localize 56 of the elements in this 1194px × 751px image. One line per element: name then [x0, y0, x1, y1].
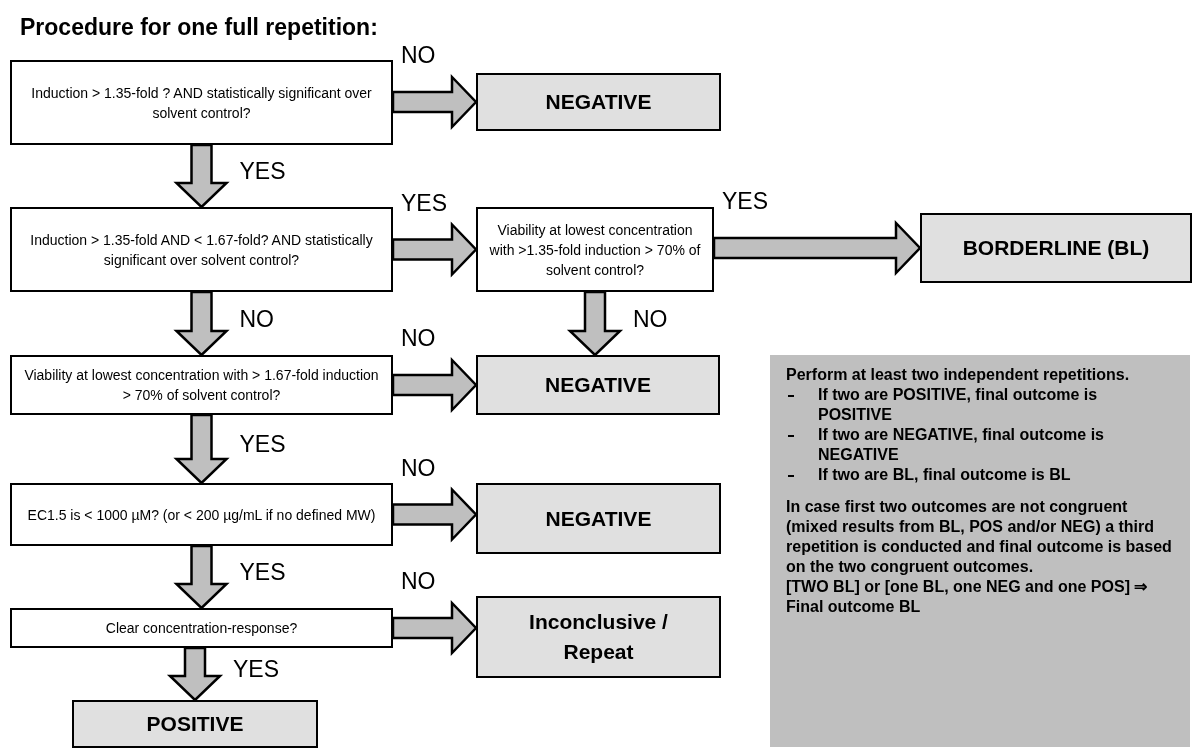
question-box [476, 207, 714, 292]
outcome-label: POSITIVE [146, 711, 244, 737]
note-text: If two are NEGATIVE, final outcome is NEGATIVE [818, 425, 1105, 465]
edge-label: NO [633, 307, 668, 331]
outcome-label: NEGATIVE [545, 89, 652, 115]
block-arrow [173, 290, 230, 357]
edge-label: YES [401, 191, 448, 215]
outcome-label: BORDERLINE (BL) [962, 235, 1150, 261]
note-text: If two are POSITIVE, final outcome is POSITIVE [818, 385, 1099, 425]
outcome-box [476, 355, 720, 415]
outcome-box [476, 73, 721, 131]
block-arrow [173, 544, 230, 610]
block-arrow [391, 486, 478, 543]
outcome-label: NEGATIVE [545, 505, 652, 532]
edge-label: NO [239, 307, 274, 331]
note-text: In case first two outcomes are not congruent (mixed results from BL, POS and/or NEG) a third repetition is conducted and final outcome is based on the two congruent outcomes. [786, 497, 1173, 577]
outcome-label: NEGATIVE [545, 372, 651, 398]
outcome-box [72, 700, 318, 748]
edge-label: YES [239, 561, 286, 584]
block-arrow [391, 356, 478, 414]
edge-label: NO [401, 456, 436, 480]
block-arrow [166, 646, 224, 702]
diagram-title: Procedure for one full repetition: [20, 13, 378, 42]
block-arrow [173, 413, 230, 485]
note-panel [770, 355, 1190, 747]
block-arrow [391, 599, 478, 657]
question-box [10, 608, 393, 648]
question-text: Induction > 1.35-fold AND < 1.67-fold? AND statistically significant over solvent control? [29, 230, 374, 270]
edge-label: YES [239, 160, 286, 183]
note-text: If two are BL, final outcome is BL [818, 465, 1071, 485]
question-text: Induction > 1.35-fold ? AND statistically significant over solvent control? [30, 83, 373, 123]
outcome-label: Inconclusive / Repeat [528, 609, 669, 665]
edge-label: NO [401, 44, 436, 67]
question-box [10, 60, 393, 145]
outcome-box [476, 596, 721, 678]
question-text: Viability at lowest concentration with >1.35-fold induction > 70% of solvent control? [488, 220, 702, 280]
outcome-box [476, 483, 721, 554]
edge-label: YES [239, 433, 286, 456]
question-text: Clear concentration-response? [105, 619, 298, 638]
outcome-box [920, 213, 1192, 283]
question-box [10, 207, 393, 292]
block-arrow [173, 143, 230, 209]
question-box [10, 355, 393, 415]
block-arrow [391, 73, 478, 131]
question-text: EC1.5 is < 1000 µM? (or < 200 µg/mL if no defined MW) [27, 505, 376, 525]
block-arrow [712, 219, 922, 277]
edge-label: YES [722, 190, 769, 213]
block-arrow [391, 221, 478, 278]
edge-label: NO [401, 327, 436, 350]
question-text: Viability at lowest concentration with > 1.67-fold induction > 70% of solvent control? [23, 366, 380, 405]
note-text: [TWO BL] or [one BL, one NEG and one POS] ⇒ Final outcome BL [786, 577, 1149, 617]
block-arrow [566, 290, 624, 357]
question-box [10, 483, 393, 546]
note-text: Perform at least two independent repetitions. [786, 365, 1131, 385]
edge-label: YES [233, 658, 280, 681]
edge-label: NO [401, 570, 436, 593]
